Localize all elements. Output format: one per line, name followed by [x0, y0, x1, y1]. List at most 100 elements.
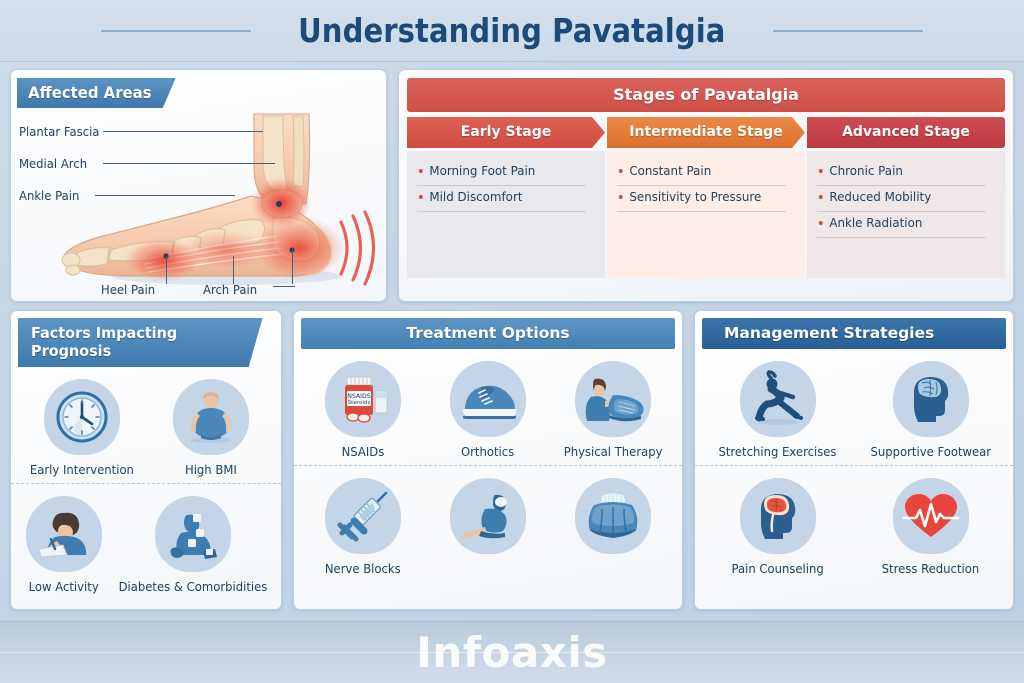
management-stretching-exercises[interactable]: Stretching Exercises: [701, 353, 854, 465]
leader-ankle-pain: [95, 195, 235, 196]
factor-early-intervention[interactable]: Early Intervention: [17, 371, 146, 483]
stage-item-label: Reduced Mobility: [829, 189, 932, 204]
annotation-ankle-pain: Ankle Pain: [19, 188, 80, 203]
factor-label: High BMI: [184, 462, 237, 477]
ice-pack-icon: [575, 478, 652, 554]
stage-item-label: Ankle Radiation: [829, 215, 923, 230]
stage-item: Morning Foot Pain: [417, 160, 587, 186]
stage-body-intermediate: Constant Pain Sensitivity to Pressure: [607, 151, 805, 278]
annotation-plantar-fascia: Plantar Fascia: [19, 124, 100, 139]
management-label: Stretching Exercises: [718, 444, 837, 459]
bullet-dot: [418, 169, 423, 173]
treatment-stretching-patient[interactable]: [425, 470, 550, 582]
factors-card: Factors Impacting Prognosis: [10, 310, 282, 610]
management-stress-reduction[interactable]: Stress Reduction: [854, 470, 1007, 582]
leader-arch-pain-b: [292, 250, 293, 284]
stages-title: Stages of Pavatalgia: [407, 78, 1005, 112]
bullet-dot: [618, 195, 623, 199]
stage-body-advanced: Chronic Pain Reduced Mobility Ankle Radi…: [807, 151, 1005, 278]
treatment-ice-pack[interactable]: [551, 470, 676, 582]
stage-headers: Early Stage Intermediate Stage Advanced …: [407, 117, 1005, 148]
management-pain-counseling[interactable]: Pain Counseling: [701, 470, 854, 582]
management-supportive-footwear[interactable]: Supportive Footwear: [854, 353, 1007, 465]
leader-medial-arch: [103, 163, 275, 164]
bottle-label-line1: NSAIDS: [347, 393, 370, 400]
treatment-nerve-blocks[interactable]: Nerve Blocks: [300, 470, 425, 582]
pill-bottle-icon: NSAIDS Steroids: [324, 361, 401, 437]
footer-rule: [0, 652, 1024, 653]
title-rule-right: [772, 29, 923, 32]
affected-areas-banner: Affected Areas: [17, 78, 176, 108]
head-pain-brain-icon: [739, 478, 816, 554]
treatment-label: Physical Therapy: [563, 444, 663, 459]
management-grid-row-1: Stretching Exercises: [695, 349, 1013, 466]
stage-header-intermediate[interactable]: Intermediate Stage: [607, 117, 805, 148]
leader-plantar-fascia: [103, 131, 263, 132]
management-label: Pain Counseling: [731, 561, 824, 576]
bullet-dot: [818, 221, 823, 225]
stage-item: Mild Discomfort: [417, 186, 587, 212]
stage-item-label: Constant Pain: [629, 163, 712, 178]
annotation-arch-pain: Arch Pain: [203, 282, 258, 297]
treatment-grid-row-1: NSAIDS Steroids NSAIDs: [294, 349, 682, 466]
sedentary-person-icon: [26, 496, 103, 572]
top-row: Affected Areas: [0, 62, 1024, 302]
bottle-label-line2: Steroids: [347, 400, 370, 406]
watermark-text: Infoaxis: [416, 628, 608, 677]
factor-low-activity[interactable]: Low Activity: [17, 488, 111, 600]
stage-item-label: Sensitivity to Pressure: [629, 189, 762, 204]
factor-label: Low Activity: [28, 579, 100, 594]
factor-high-bmi[interactable]: High BMI: [146, 371, 275, 483]
title-rule-left: [101, 29, 252, 32]
foot-anatomy-illustration: [61, 113, 375, 286]
factor-label: Diabetes & Comorbidities: [118, 579, 268, 594]
management-label: Supportive Footwear: [870, 444, 991, 459]
stages-card: Stages of Pavatalgia Early Stage Interme…: [398, 69, 1014, 302]
management-grid-row-2: Pain Counseling Stress Reduction: [695, 466, 1013, 582]
stage-item-label: Mild Discomfort: [429, 189, 523, 204]
treatment-label: NSAIDs: [341, 444, 385, 459]
factor-label: Early Intervention: [29, 462, 134, 477]
bottom-row: Factors Impacting Prognosis: [0, 302, 1024, 610]
treatment-physical-therapy[interactable]: Physical Therapy: [551, 353, 676, 465]
annotation-medial-arch: Medial Arch: [19, 156, 88, 171]
treatment-label: Nerve Blocks: [324, 561, 401, 576]
title-bar: Understanding Pavatalgia: [0, 0, 1024, 62]
treatment-card: Treatment Options NSAIDS: [293, 310, 683, 610]
factors-grid-row-1: Early Intervention: [11, 367, 281, 484]
bullet-dot: [818, 169, 823, 173]
stage-item: Ankle Radiation: [817, 212, 987, 238]
bullet-dot: [818, 195, 823, 199]
management-title: Management Strategies: [702, 318, 1006, 349]
factors-grid-row-2: Low Activity: [11, 484, 281, 600]
page-title: Understanding Pavatalgia: [298, 11, 726, 50]
stage-header-advanced[interactable]: Advanced Stage: [807, 117, 1005, 148]
heart-ecg-icon: [892, 478, 969, 554]
head-brain-icon: [892, 361, 969, 437]
annotation-heel-pain: Heel Pain: [101, 282, 156, 297]
bullet-dot: [618, 169, 623, 173]
treatment-nsaids[interactable]: NSAIDS Steroids NSAIDs: [300, 353, 425, 465]
stage-body-early: Morning Foot Pain Mild Discomfort: [407, 151, 605, 278]
overweight-person-icon: [172, 379, 249, 455]
stage-item: Chronic Pain: [817, 160, 987, 186]
footer-watermark-bar: Infoaxis: [0, 621, 1024, 683]
shoe-icon: [449, 361, 526, 437]
treatment-label: Orthotics: [461, 444, 515, 459]
bullet-dot: [418, 195, 423, 199]
factor-diabetes-comorbidities[interactable]: Diabetes & Comorbidities: [111, 488, 275, 600]
treatment-title: Treatment Options: [301, 318, 675, 349]
stage-header-early[interactable]: Early Stage: [407, 117, 605, 148]
stage-item-label: Chronic Pain: [829, 163, 903, 178]
stage-item: Constant Pain: [617, 160, 787, 186]
seated-patient-icon: [155, 496, 232, 572]
treatment-orthotics[interactable]: Orthotics: [425, 353, 550, 465]
therapist-insole-icon: [575, 361, 652, 437]
stretching-patient-icon: [449, 478, 526, 554]
treatment-grid-row-2: Nerve Blocks: [294, 466, 682, 582]
leader-arch-pain-a: [233, 256, 234, 284]
syringe-icon: [324, 478, 401, 554]
leader-heel-pain: [166, 256, 167, 284]
stage-item-label: Morning Foot Pain: [429, 163, 536, 178]
